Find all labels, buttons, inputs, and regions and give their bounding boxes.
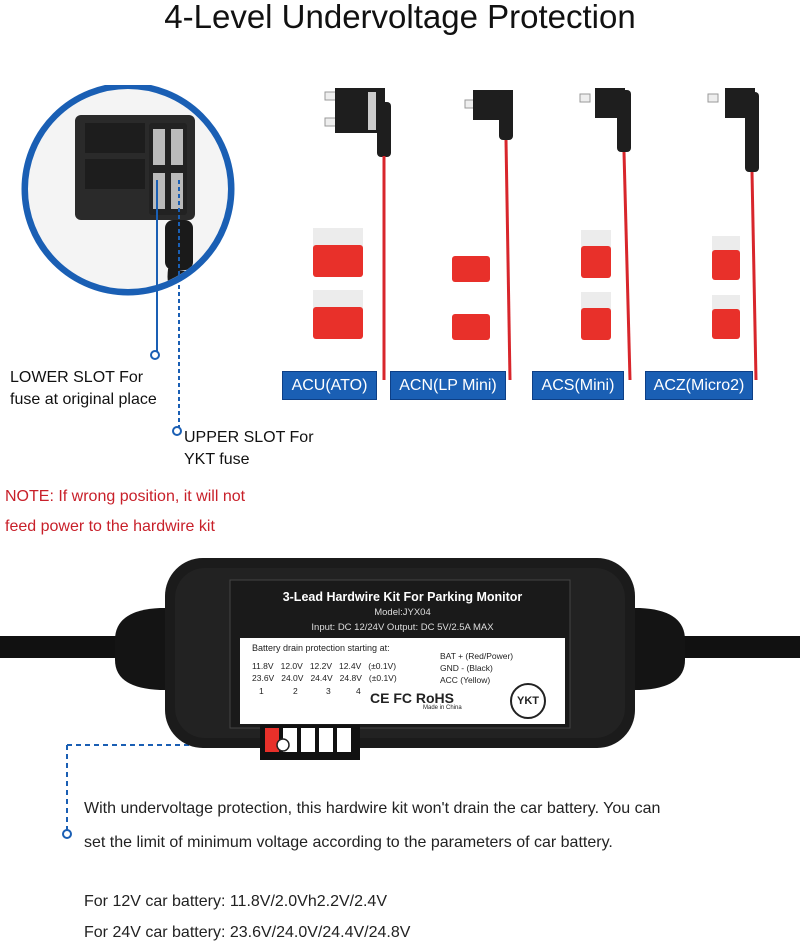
brand-logo: YKT bbox=[510, 683, 546, 719]
fuse-taps-illustration bbox=[313, 88, 759, 381]
voltage-12v: For 12V car battery: 11.8V/2.0Vh2.2V/2.4… bbox=[84, 893, 387, 910]
acn-fuse-2 bbox=[452, 314, 490, 340]
drain-value: 12.2V bbox=[309, 661, 333, 671]
acn-fuse-tap bbox=[464, 90, 513, 381]
upper-slot-line1: UPPER SLOT For bbox=[184, 429, 314, 446]
drain-value: 23.6V bbox=[252, 673, 275, 683]
acn-fuse-1 bbox=[452, 256, 490, 282]
drain-value: 12.4V bbox=[339, 661, 362, 671]
module-io: Input: DC 12/24V Output: DC 5V/2.5A MAX bbox=[311, 622, 494, 633]
lower-slot-callout: LOWER SLOT For fuse at original place bbox=[10, 368, 157, 410]
wrong-position-note: NOTE: If wrong position, it will not fee… bbox=[5, 482, 245, 542]
wire-gnd: GND - (Black) bbox=[440, 663, 493, 673]
voltage-24v: For 24V car battery: 23.6V/24.0V/24.4V/2… bbox=[84, 924, 411, 941]
acu-fuse-1 bbox=[313, 228, 363, 277]
acz-fuse-tap bbox=[707, 88, 759, 381]
level-2: 2 bbox=[293, 686, 298, 696]
acu-fuse-tap bbox=[324, 88, 391, 380]
module-model: Model:JYX04 bbox=[374, 607, 431, 618]
level-4: 4 bbox=[356, 686, 361, 696]
wire-bat: BAT + (Red/Power) bbox=[440, 651, 514, 661]
upper-slot-callout: UPPER SLOT For YKT fuse bbox=[184, 428, 314, 470]
level-3: 3 bbox=[326, 686, 331, 696]
description: With undervoltage protection, this hardw… bbox=[84, 792, 660, 860]
drain-header: Battery drain protection starting at: bbox=[252, 643, 390, 653]
wire-acc: ACC (Yellow) bbox=[440, 675, 491, 685]
wire-legend: BAT + (Red/Power) GND - (Black) ACC (Yel… bbox=[440, 650, 513, 686]
drain-tolerance: (±0.1V) bbox=[368, 673, 397, 683]
lower-slot-line1: LOWER SLOT For bbox=[10, 369, 144, 386]
description-line1: With undervoltage protection, this hardw… bbox=[84, 800, 661, 817]
module-title: 3-Lead Hardwire Kit For Parking Monitor bbox=[282, 590, 523, 604]
drain-value: 24.0V bbox=[281, 673, 304, 683]
hardwire-module-illustration bbox=[0, 558, 800, 760]
note-line1: NOTE: If wrong position, it will not bbox=[5, 488, 246, 505]
acs-fuse-1 bbox=[581, 230, 611, 278]
fuse-tap-zoom-illustration bbox=[21, 85, 235, 296]
acz-fuse-1 bbox=[712, 236, 740, 280]
certification-marks: CE FC RoHS bbox=[370, 690, 454, 706]
drain-value: 24.8V bbox=[339, 673, 362, 683]
level-1: 1 bbox=[259, 686, 264, 696]
drain-value: 24.4V bbox=[310, 673, 333, 683]
drain-tolerance: (±0.1V) bbox=[368, 661, 397, 671]
drain-row-24v: 23.6V 24.0V 24.4V 24.8V (±0.1V) bbox=[252, 673, 397, 683]
description-line2: set the limit of minimum voltage accordi… bbox=[84, 834, 613, 851]
fuse-type-badge: ACU(ATO) bbox=[282, 371, 377, 400]
fuse-type-badge: ACZ(Micro2) bbox=[645, 371, 753, 400]
page-title: 4-Level Undervoltage Protection bbox=[164, 0, 636, 35]
acu-fuse-2 bbox=[313, 290, 363, 339]
acz-fuse-2 bbox=[712, 295, 740, 339]
drain-row-12v: 11.8V 12.0V 12.2V 12.4V (±0.1V) bbox=[252, 661, 396, 671]
made-in: Made in China bbox=[423, 705, 462, 711]
acs-fuse-2 bbox=[581, 292, 611, 340]
drain-value: 11.8V bbox=[252, 661, 274, 671]
fuse-type-badge: ACN(LP Mini) bbox=[390, 371, 506, 400]
upper-slot-line2: YKT fuse bbox=[184, 451, 250, 468]
fuse-type-badge: ACS(Mini) bbox=[532, 371, 624, 400]
lower-slot-line2: fuse at original place bbox=[10, 391, 157, 408]
note-line2: feed power to the hardwire kit bbox=[5, 518, 215, 535]
drain-value: 12.0V bbox=[280, 661, 303, 671]
acs-fuse-tap bbox=[579, 88, 632, 381]
